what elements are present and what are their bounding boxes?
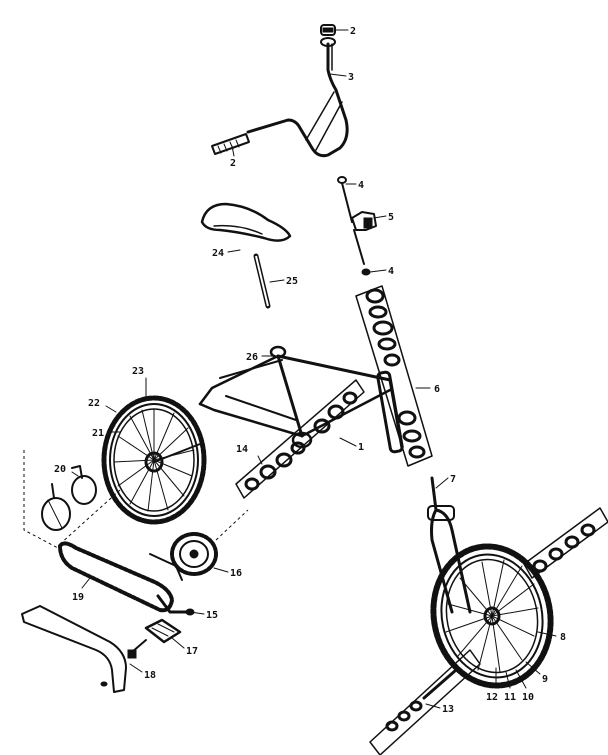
label-part-19: 19	[72, 592, 84, 603]
frame	[198, 345, 404, 454]
label-part-1: 1	[358, 442, 364, 453]
label-part-9: 9	[542, 674, 548, 685]
label-part-18: 18	[144, 670, 156, 681]
seat	[200, 202, 292, 242]
reflector-assembly	[23, 450, 121, 549]
label-part-22: 22	[88, 398, 100, 409]
front-axle-parts-panel-lower	[369, 649, 481, 755]
label-part-4-lower: 4	[388, 266, 394, 277]
rear-wheel	[101, 395, 207, 525]
label-part-4-top: 4	[358, 180, 364, 191]
leader-lines	[71, 29, 557, 709]
handlebar-grip-left	[211, 133, 250, 155]
label-part-21: 21	[92, 428, 104, 439]
handlebar-grip-top	[320, 24, 336, 47]
stem-assembly	[337, 176, 377, 276]
pedal	[127, 618, 182, 659]
label-part-11: 11	[504, 692, 516, 703]
label-part-17: 17	[186, 646, 198, 657]
label-part-3: 3	[348, 72, 354, 83]
label-part-15: 15	[206, 610, 218, 621]
handlebar	[246, 42, 349, 158]
label-part-8: 8	[560, 632, 566, 643]
label-part-23: 23	[132, 366, 144, 377]
sprocket	[170, 509, 249, 576]
label-part-12: 12	[486, 692, 498, 703]
label-part-24: 24	[212, 248, 224, 259]
label-part-6: 6	[434, 384, 440, 395]
seat-post	[253, 253, 271, 309]
label-part-20: 20	[54, 464, 66, 475]
headset-parts-panel	[355, 285, 433, 467]
part-labels: 2 3 2 4 5 4 24 25 26 6 1 14 23 22 21 20 …	[54, 26, 566, 715]
front-axle-parts-panel-upper	[523, 507, 608, 579]
front-wheel	[430, 543, 554, 689]
label-part-10: 10	[522, 692, 534, 703]
label-part-25: 25	[286, 276, 298, 287]
crank-hanger-parts-panel	[235, 379, 365, 499]
label-part-16: 16	[230, 568, 242, 579]
label-part-2-top: 2	[350, 26, 356, 37]
chain-guard	[21, 605, 127, 693]
label-part-14: 14	[236, 444, 248, 455]
label-part-5: 5	[388, 212, 394, 223]
crank	[156, 594, 195, 616]
label-part-13: 13	[442, 704, 454, 715]
label-part-2-left: 2	[230, 158, 236, 169]
label-part-7: 7	[450, 474, 456, 485]
label-part-26: 26	[246, 352, 258, 363]
fork	[427, 476, 472, 614]
